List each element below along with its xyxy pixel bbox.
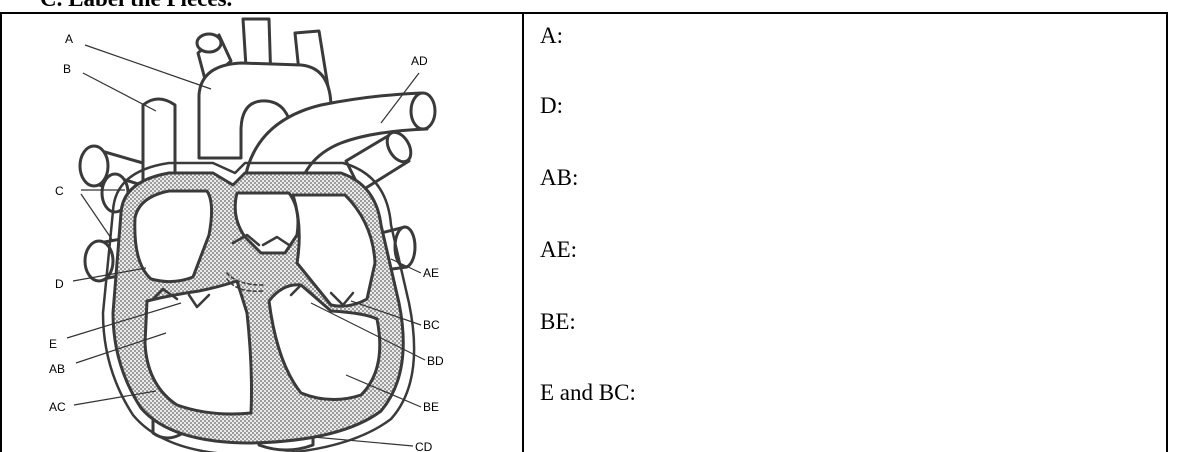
label-bd: BD — [427, 354, 444, 368]
answer-label-be: BE: — [540, 309, 576, 335]
label-ad: AD — [411, 54, 428, 68]
label-ae: AE — [423, 266, 439, 280]
label-bc: BC — [423, 318, 440, 332]
arch-branch-left-opening — [197, 34, 221, 52]
label-ac: AC — [49, 400, 66, 414]
label-a: A — [65, 32, 73, 46]
answer-label-e-and-bc: E and BC: — [540, 380, 636, 406]
label-cd: CD — [415, 440, 433, 452]
label-b: B — [63, 62, 71, 76]
heart-diagram-cell: A B AD C D E AB AC AE BC BD BE CD — [1, 13, 522, 452]
answer-label-ae: AE: — [540, 237, 577, 263]
answer-label-d: D: — [540, 93, 563, 119]
label-ab: AB — [49, 362, 65, 376]
answer-label-a: A: — [540, 23, 563, 49]
label-c: C — [55, 184, 64, 198]
label-be: BE — [423, 400, 439, 414]
heart-diagram: A B AD C D E AB AC AE BC BD BE CD — [1, 13, 522, 452]
worksheet-heading: C. Label the Pieces. — [40, 0, 232, 12]
answer-cell: A: D: AB: AE: BE: E and BC: — [524, 13, 1167, 452]
answer-label-ab: AB: — [540, 165, 578, 191]
label-d: D — [55, 277, 64, 291]
label-e: E — [49, 337, 57, 351]
